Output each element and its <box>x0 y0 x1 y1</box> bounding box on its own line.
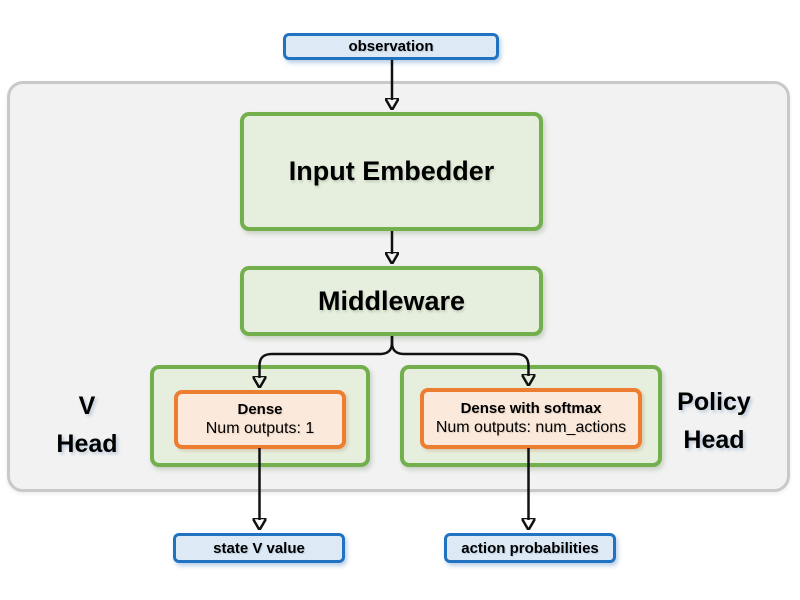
input-embedder-node: Input Embedder <box>240 112 543 231</box>
policy-head-dense-title: Dense with softmax <box>460 400 602 417</box>
action-probabilities-node: action probabilities <box>444 533 616 563</box>
policy-head-label-line1: Policy <box>677 388 751 416</box>
v-head-label: V Head <box>28 387 146 463</box>
v-head-dense-title: Dense <box>237 401 283 418</box>
middleware-node: Middleware <box>240 266 543 336</box>
policy-head-label-line2: Head <box>683 426 745 454</box>
policy-head-dense-node: Dense with softmax Num outputs: num_acti… <box>420 388 642 449</box>
policy-head-label: Policy Head <box>654 383 774 459</box>
v-head-label-line2: Head <box>56 430 118 458</box>
state-v-value-node: state V value <box>173 533 345 563</box>
policy-head-box: Dense with softmax Num outputs: num_acti… <box>400 365 662 467</box>
v-head-dense-subtitle: Num outputs: 1 <box>205 420 315 437</box>
observation-node: observation <box>283 33 499 60</box>
v-head-label-line1: V <box>78 392 96 420</box>
v-head-dense-node: Dense Num outputs: 1 <box>174 390 346 449</box>
v-head-box: Dense Num outputs: 1 <box>150 365 370 467</box>
policy-head-dense-subtitle: Num outputs: num_actions <box>435 419 627 436</box>
